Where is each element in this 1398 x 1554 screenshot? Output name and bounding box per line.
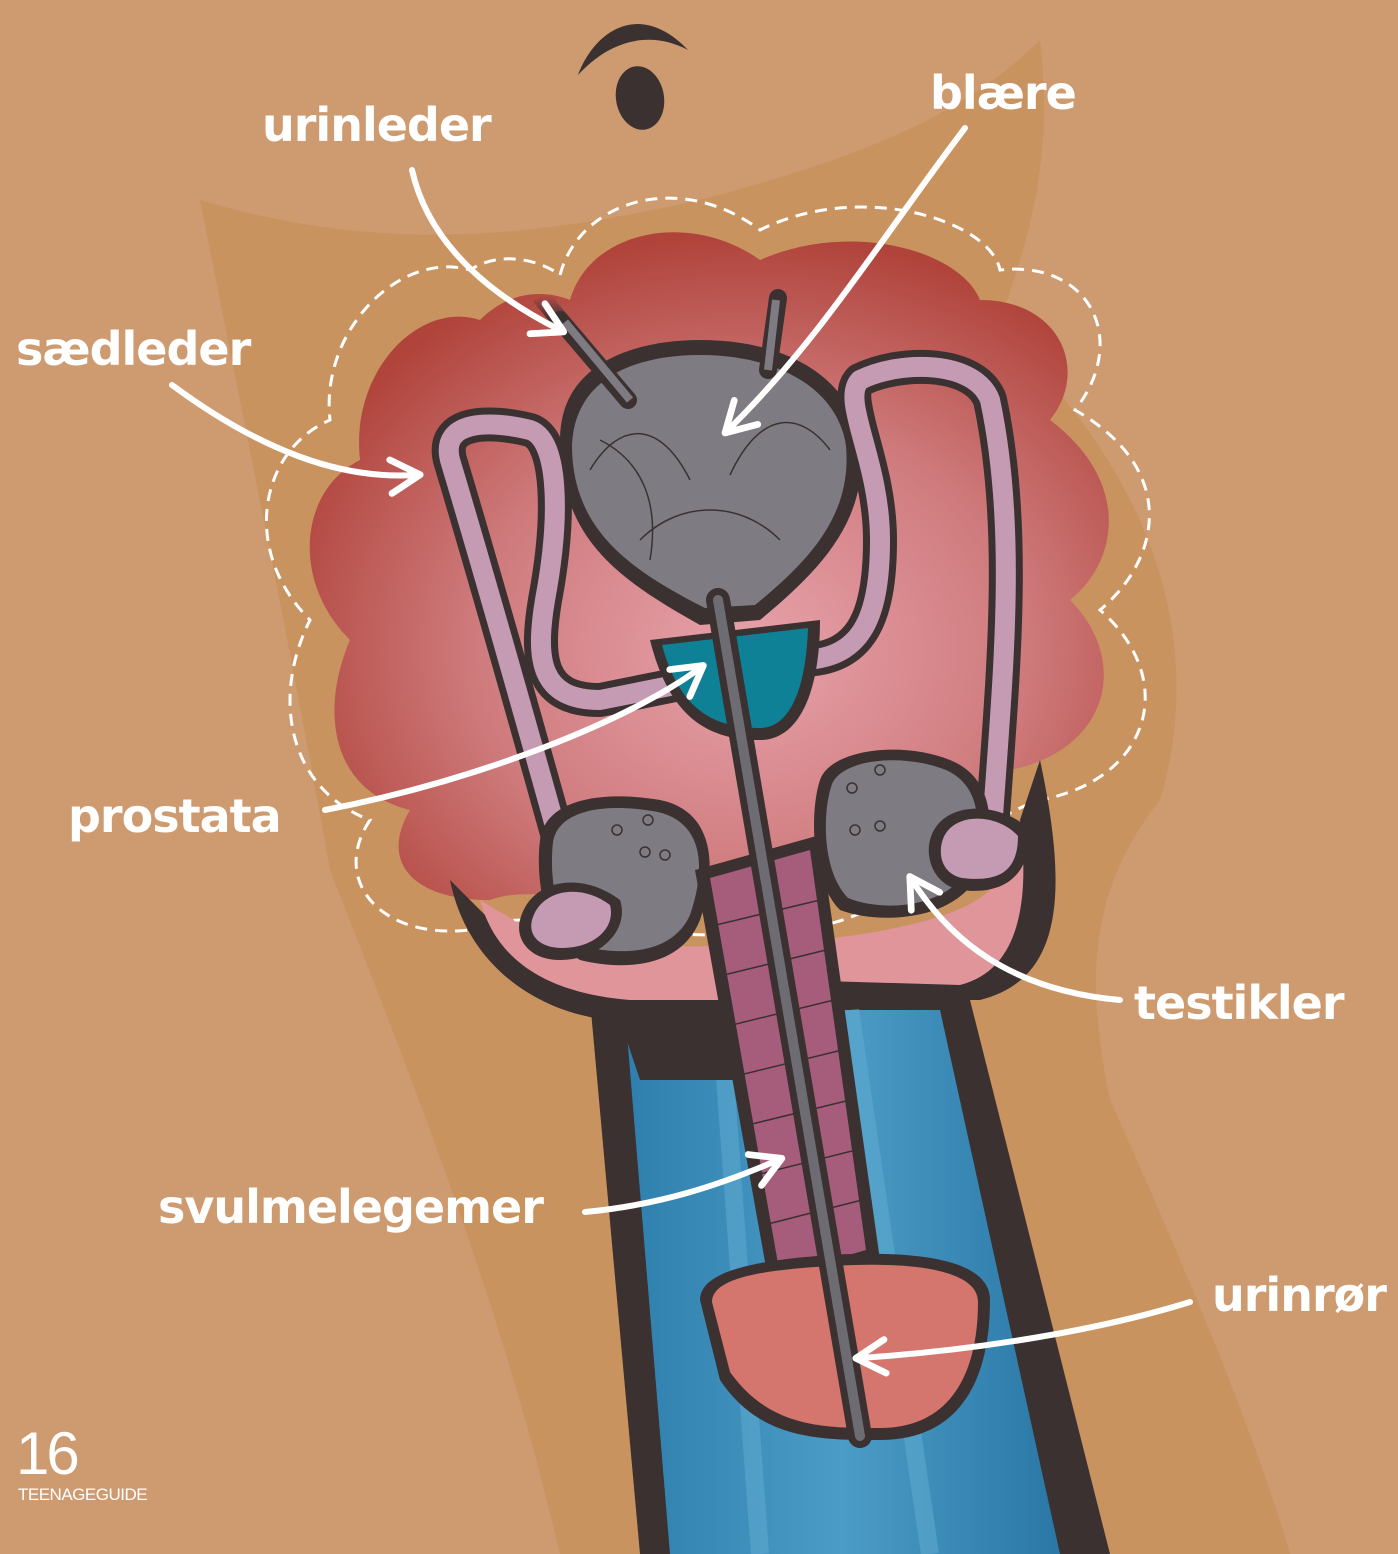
label-saedleder: sædleder bbox=[16, 326, 250, 372]
label-urinleder: urinleder bbox=[262, 102, 491, 148]
label-testikler: testikler bbox=[1134, 980, 1344, 1026]
eye-icon bbox=[578, 24, 688, 134]
label-urinror: urinrør bbox=[1212, 1272, 1386, 1318]
label-prostata: prostata bbox=[68, 793, 281, 839]
label-blaere: blære bbox=[930, 70, 1076, 116]
page-number: 16 bbox=[16, 1424, 77, 1484]
label-svulmelegemer: svulmelegemer bbox=[158, 1184, 543, 1230]
publication-name: TEENAGEGUIDE bbox=[18, 1486, 147, 1503]
